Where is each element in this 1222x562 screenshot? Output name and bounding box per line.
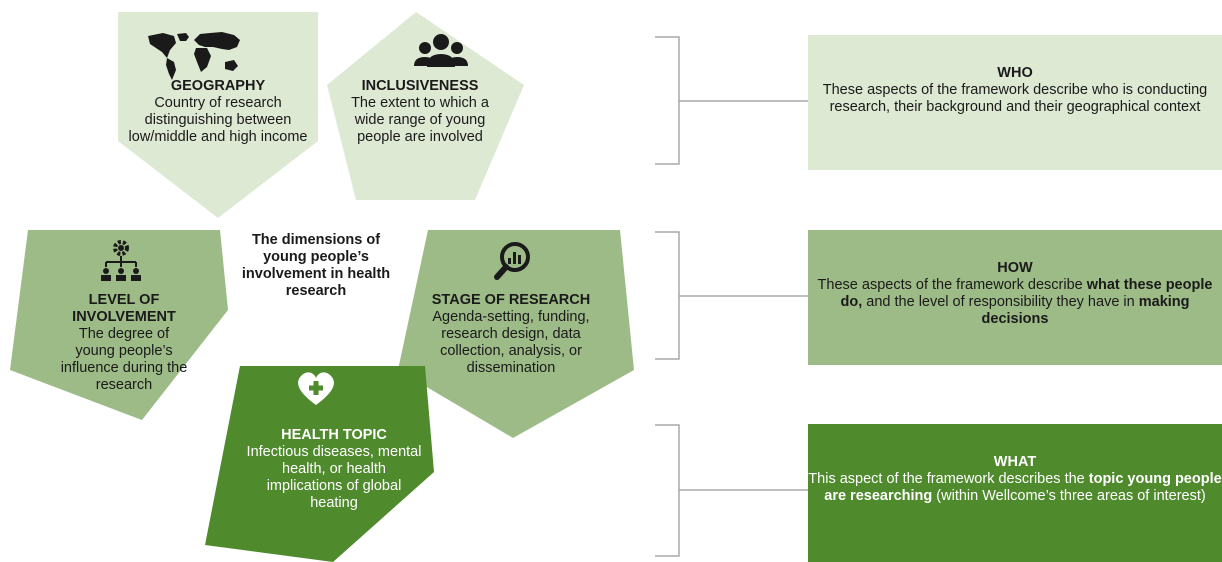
- level-text-block: LEVEL OF INVOLVEMENT The degree of young…: [60, 292, 188, 394]
- health-title: HEALTH TOPIC: [281, 427, 387, 443]
- how-bracket: [655, 231, 808, 360]
- geography-title: GEOGRAPHY: [170, 78, 266, 94]
- who-title: WHO: [997, 65, 1033, 81]
- who-box: WHO These aspects of the framework descr…: [808, 35, 1222, 170]
- what-bracket: [655, 424, 808, 557]
- center-title: The dimensions of young people’s involve…: [241, 232, 391, 299]
- who-bracket: [655, 36, 808, 165]
- how-box: HOW These aspects of the framework descr…: [808, 230, 1222, 365]
- how-text-1: These aspects of the framework describe: [817, 277, 1083, 293]
- inclusiveness-pentagon: [327, 12, 524, 200]
- stage-title: STAGE OF RESEARCH: [431, 292, 591, 308]
- what-bold-1: topic young people are researching: [824, 471, 1222, 504]
- stage-description: Agenda-setting, funding, research design…: [432, 309, 590, 376]
- how-bold-2: making decisions: [981, 294, 1190, 327]
- magnifier-chart-icon: [494, 242, 530, 280]
- level-pentagon: [10, 230, 228, 420]
- health-text-block: HEALTH TOPIC Infectious diseases, mental…: [246, 427, 422, 512]
- what-box: WHAT This aspect of the framework descri…: [808, 424, 1222, 562]
- what-text-1: This aspect of the framework describes t…: [808, 471, 1085, 487]
- hierarchy-gear-icon: [101, 240, 141, 281]
- what-title: WHAT: [993, 454, 1037, 470]
- world-map-icon: [148, 32, 240, 80]
- level-title: LEVEL OF INVOLVEMENT: [72, 292, 176, 325]
- what-text-2: (within Wellcome’s three areas of intere…: [936, 488, 1206, 504]
- people-group-icon: [414, 34, 468, 67]
- stage-text-block: STAGE OF RESEARCH Agenda-setting, fundin…: [418, 292, 604, 377]
- geography-text-block: GEOGRAPHY Country of research distinguis…: [122, 78, 314, 146]
- health-description: Infectious diseases, mental health, or h…: [246, 444, 422, 511]
- who-description: These aspects of the framework describe …: [822, 82, 1208, 115]
- how-text-2: and the level of responsibility they hav…: [866, 294, 1135, 310]
- inclusiveness-title: INCLUSIVENESS: [361, 78, 479, 94]
- level-description: The degree of young people’s influence d…: [60, 326, 188, 393]
- how-title: HOW: [997, 260, 1033, 276]
- health-pentagon: [205, 366, 434, 562]
- inclusiveness-description: The extent to which a wide range of youn…: [351, 95, 489, 145]
- geography-description: Country of research distinguishing betwe…: [128, 95, 308, 145]
- inclusiveness-text-block: INCLUSIVENESS The extent to which a wide…: [350, 78, 490, 146]
- stage-pentagon: [398, 230, 634, 438]
- how-bold-1: what these people do,: [840, 277, 1213, 310]
- heart-cross-icon: [298, 372, 334, 405]
